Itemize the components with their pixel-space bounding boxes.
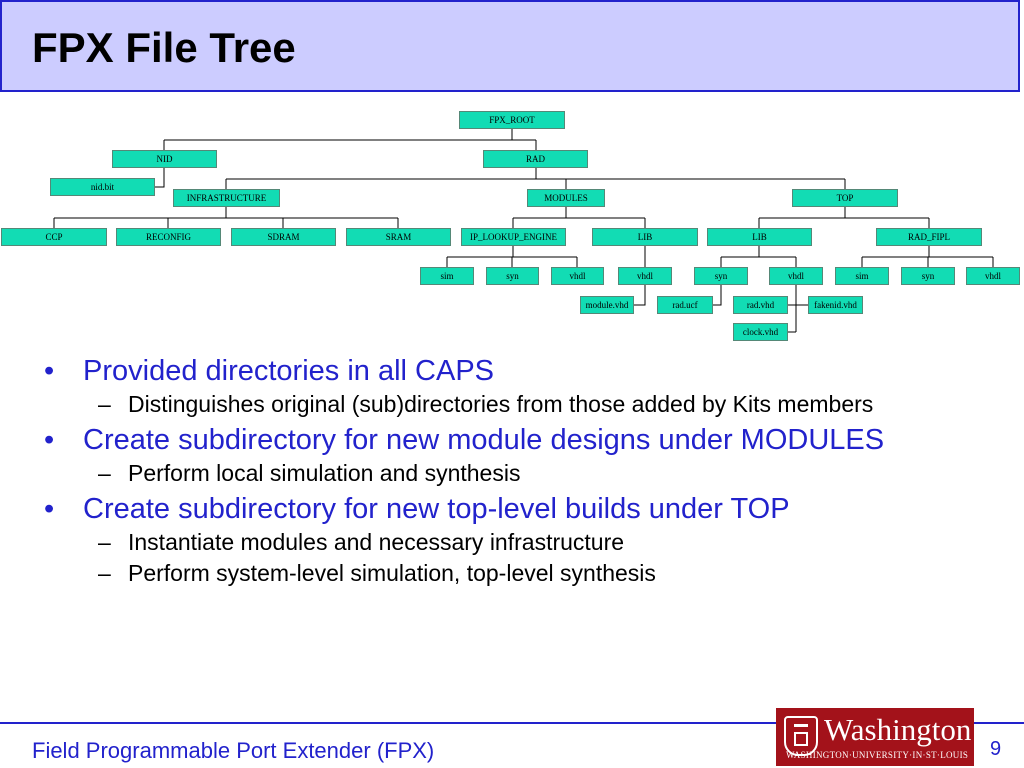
tree-node-syn: syn (901, 267, 955, 285)
tree-node-nid-bit: nid.bit (50, 178, 155, 196)
connector-nid-nidbit (155, 168, 165, 188)
sub-bullet-text: Distinguishes original (sub)directories … (128, 391, 874, 417)
tree-node-rad-ucf: rad.ucf (657, 296, 713, 314)
bullet-text: Create subdirectory for new top-level bu… (83, 493, 790, 525)
tree-node-syn: syn (486, 267, 539, 285)
tree-node-module-vhd: module.vhd (580, 296, 634, 314)
dash-marker: – (98, 560, 111, 586)
bullet-dot: • (44, 424, 55, 456)
connector-vhdl-files (788, 285, 808, 333)
tree-node-fpx-root: FPX_ROOT (459, 111, 565, 129)
washington-university-logo: Washington WASHINGTON·UNIVERSITY·IN·ST·L… (776, 708, 974, 766)
connector-modules-children (512, 207, 646, 228)
tree-node-reconfig: RECONFIG (116, 228, 221, 246)
tree-node-vhdl: vhdl (769, 267, 823, 285)
tree-node-ccp: CCP (1, 228, 107, 246)
bullet-item: • Create subdirectory for new module des… (40, 423, 1000, 457)
dash-marker: – (98, 460, 111, 486)
dash-marker: – (98, 529, 111, 555)
bullet-item: • Provided directories in all CAPS (40, 354, 1000, 388)
tree-connectors (53, 129, 994, 333)
sub-bullet-text: Perform system-level simulation, top-lev… (128, 560, 656, 586)
sub-bullet-text: Instantiate modules and necessary infras… (128, 529, 625, 555)
tree-node-nid: NID (112, 150, 217, 168)
bullet-dot: • (44, 355, 55, 387)
connector-rad-children (225, 168, 846, 189)
tree-node-modules: MODULES (527, 189, 605, 207)
tree-node-lib-modules: LIB (592, 228, 698, 246)
sub-bullet-item: – Perform system-level simulation, top-l… (40, 559, 1000, 588)
tree-node-vhdl: vhdl (966, 267, 1020, 285)
tree-node-rad-vhd: rad.vhd (733, 296, 788, 314)
connector-fipl-children (861, 246, 994, 267)
bullet-item: • Create subdirectory for new top-level … (40, 492, 1000, 526)
logo-wordmark: Washington (824, 712, 972, 747)
connector-syn-radufc (713, 285, 722, 306)
connector-root-children (163, 129, 537, 150)
logo-subtitle: WASHINGTON·UNIVERSITY·IN·ST·LOUIS (786, 750, 969, 760)
bullet-text: Create subdirectory for new module desig… (83, 424, 885, 456)
tree-node-rad-fipl: RAD_FIPL (876, 228, 982, 246)
tree-node-syn: syn (694, 267, 748, 285)
tree-node-ip-lookup-engine: IP_LOOKUP_ENGINE (461, 228, 566, 246)
tree-node-infrastructure: INFRASTRUCTURE (173, 189, 280, 207)
tree-node-sram: SRAM (346, 228, 451, 246)
bullet-list: • Provided directories in all CAPS – Dis… (40, 350, 1000, 588)
tree-node-rad: RAD (483, 150, 588, 168)
tree-node-sim: sim (420, 267, 474, 285)
tree-node-clock-vhd: clock.vhd (733, 323, 788, 341)
tree-node-vhdl: vhdl (618, 267, 672, 285)
sub-bullet-text: Perform local simulation and synthesis (128, 460, 521, 486)
university-seal-icon (784, 716, 818, 756)
dash-marker: – (98, 391, 111, 417)
sub-bullet-item: – Instantiate modules and necessary infr… (40, 528, 1000, 557)
connector-ip-children (446, 246, 578, 267)
connector-libtop-children (720, 246, 797, 267)
bullet-dot: • (44, 493, 55, 525)
bullet-text: Provided directories in all CAPS (83, 355, 495, 387)
sub-bullet-item: – Distinguishes original (sub)directorie… (40, 390, 1000, 419)
connector-top-children (758, 207, 930, 228)
connector-vhdl-modulevhd (634, 285, 646, 306)
file-tree-diagram: FPX_ROOT NID RAD nid.bit INFRASTRUCTURE … (0, 100, 1024, 350)
tree-node-fakenid-vhd: fakenid.vhd (808, 296, 863, 314)
tree-node-lib-top: LIB (707, 228, 812, 246)
footer-title: Field Programmable Port Extender (FPX) (32, 738, 435, 763)
title-bar: FPX File Tree (0, 0, 1020, 92)
tree-node-top: TOP (792, 189, 898, 207)
tree-node-sdram: SDRAM (231, 228, 336, 246)
page-title: FPX File Tree (32, 24, 296, 71)
tree-node-vhdl: vhdl (551, 267, 604, 285)
page-number: 9 (990, 738, 1002, 760)
footer-divider (0, 722, 1024, 724)
tree-node-sim: sim (835, 267, 889, 285)
sub-bullet-item: – Perform local simulation and synthesis (40, 459, 1000, 488)
connector-infra-children (53, 207, 399, 228)
